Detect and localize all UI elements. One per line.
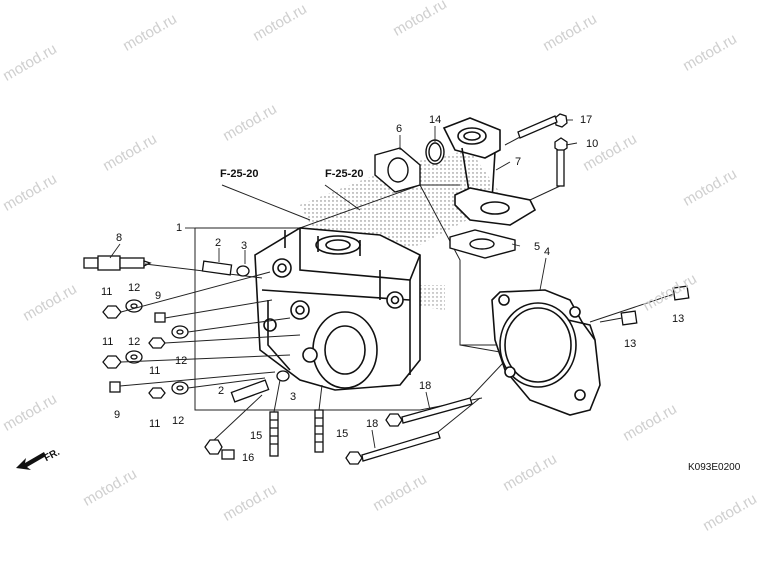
dowels-13 (620, 285, 690, 326)
callout-leaders (109, 119, 578, 449)
studs (269, 409, 324, 457)
spark-plug (83, 255, 152, 271)
ref-leader-right (324, 184, 361, 211)
part-callout: 17 (580, 114, 593, 126)
part-callout: 4 (544, 246, 551, 258)
reference-label: F-25-20 (325, 168, 364, 180)
gasket-leaders (459, 293, 675, 353)
cylinder-head (254, 227, 421, 391)
part-callout: 12 (128, 336, 141, 348)
reference-label: F-25-20 (220, 168, 259, 180)
manifold-leaders (504, 136, 561, 201)
part-callout: 7 (515, 156, 522, 168)
part-callout: 18 (419, 380, 432, 392)
part-callout: 11 (149, 418, 161, 430)
manifold-bolts (517, 113, 568, 187)
part-callout: 10 (586, 138, 599, 150)
part-callout: 2 (215, 237, 222, 249)
part-callout: 5 (534, 241, 541, 253)
part-callout: 8 (116, 232, 123, 244)
part-callout: 11 (149, 365, 161, 377)
head-gasket (491, 289, 601, 416)
dowel-pins (201, 260, 290, 403)
part-callout: 14 (429, 114, 442, 126)
part-callout: 1 (176, 222, 183, 234)
part-callout: 12 (175, 355, 188, 367)
part-callout: 13 (624, 338, 637, 350)
ref-leader-left (221, 184, 311, 221)
gaskets-intake (374, 139, 516, 259)
bolt-16 (204, 439, 235, 460)
part-callout: 2 (218, 385, 225, 397)
part-callout: 12 (128, 282, 141, 294)
stud-leader (273, 379, 281, 413)
nut-leaders (119, 271, 301, 389)
part-callout: 6 (396, 123, 403, 135)
part-callout: 11 (101, 286, 113, 298)
part-callout: 15 (336, 428, 349, 440)
stud-leader-2 (318, 384, 323, 411)
intake-manifold (442, 117, 537, 226)
part-callout: 18 (366, 418, 379, 430)
part-callout: 13 (672, 313, 685, 325)
part-callout: 12 (172, 415, 185, 427)
part-callout: 9 (155, 290, 162, 302)
part-callout: 15 (250, 430, 263, 442)
diagram-code: K093E0200 (688, 462, 741, 473)
part-callout: 16 (242, 452, 255, 464)
part-callout: 3 (290, 391, 297, 403)
front-arrow (16, 452, 46, 470)
long-bolts (345, 397, 473, 465)
part-callout: 9 (114, 409, 121, 421)
bracket-right (419, 184, 520, 346)
bolt-16-leader (213, 394, 263, 441)
part-callout: 11 (102, 336, 114, 348)
nuts-washers (102, 299, 189, 399)
part-callout: 3 (241, 240, 248, 252)
